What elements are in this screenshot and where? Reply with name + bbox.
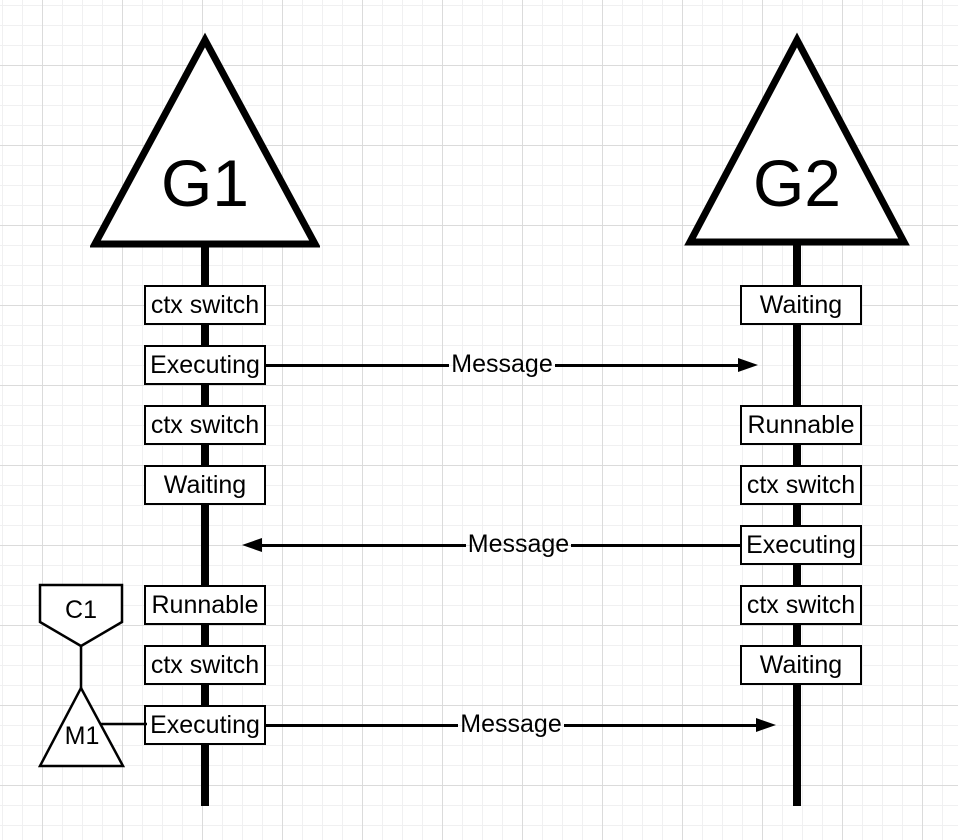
g1-state-box: ctx switch: [144, 285, 266, 325]
g2-state-box: ctx switch: [740, 585, 862, 625]
g1-state-box: Executing: [144, 345, 266, 385]
g2-triangle-outline: [684, 32, 910, 246]
g2-state-box: Waiting: [740, 285, 862, 325]
g2-state-box: ctx switch: [740, 465, 862, 505]
g2-state-box: Runnable: [740, 405, 862, 445]
message-line: [571, 543, 741, 547]
c1-node-label: C1: [65, 596, 97, 624]
g1-state-box: Waiting: [144, 465, 266, 505]
goroutine-g2-label: G2: [752, 146, 842, 220]
side-nodes-group: [37, 583, 147, 768]
g1-state-box: ctx switch: [144, 645, 266, 685]
message-arrow-1: Message: [266, 350, 759, 380]
message-line: [266, 723, 459, 727]
arrowhead-left-icon: [242, 538, 262, 552]
g1-triangle-outline: [90, 32, 320, 248]
goroutine-g1-lifeline: [201, 243, 209, 806]
arrowhead-right-icon: [738, 358, 759, 372]
goroutine-g2-lifeline: [793, 241, 801, 806]
g1-state-box: Runnable: [144, 585, 266, 625]
m1-node-label: M1: [64, 722, 100, 750]
goroutine-g1-label: G1: [160, 146, 250, 220]
arrowhead-right-icon: [756, 718, 777, 732]
goroutine-g1-triangle: [90, 32, 320, 248]
goroutine-g2-triangle: [684, 32, 910, 246]
message-label: Message: [467, 530, 570, 559]
message-line: [563, 723, 757, 727]
m1-triangle-shape: [37, 685, 126, 768]
message-arrow-2: Message: [242, 530, 741, 560]
g2-state-box: Waiting: [740, 645, 862, 685]
message-label: Message: [460, 710, 562, 739]
g1-state-box: Executing: [144, 705, 266, 745]
message-line: [262, 543, 466, 547]
message-arrow-3: Message: [266, 710, 777, 740]
g1-state-box: ctx switch: [144, 405, 266, 445]
g2-state-box: Executing: [740, 525, 862, 565]
message-line: [554, 363, 739, 367]
message-line: [266, 363, 450, 367]
c1-pentagon-shape: [38, 583, 124, 648]
message-label: Message: [451, 350, 553, 379]
